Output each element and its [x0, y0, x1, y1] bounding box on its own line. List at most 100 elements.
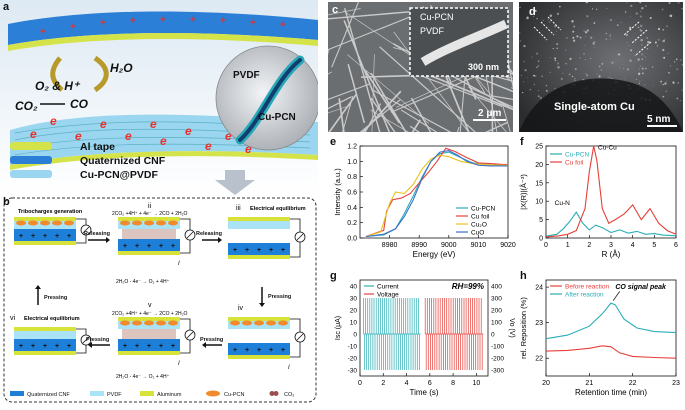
y-tick-label: 0.0 — [347, 236, 357, 243]
atom-dot — [545, 89, 548, 92]
device-al-top — [118, 317, 180, 321]
x-tick-label: 3 — [609, 242, 613, 249]
y-left-tick-label: 10 — [350, 320, 358, 327]
cupcn-particle — [144, 220, 154, 226]
x-tick-label: 0 — [358, 380, 362, 387]
atom-dot — [673, 61, 676, 63]
al-tape-top-band — [8, 33, 318, 51]
atom-dot — [521, 92, 524, 94]
series-line-2 — [365, 154, 508, 238]
atom-dot — [556, 62, 560, 65]
atom-dot — [536, 17, 538, 20]
atom-dot — [519, 40, 521, 42]
atom-dot — [533, 84, 535, 86]
atom-dot — [630, 49, 633, 52]
legend-cupcn-b: Cu-PCN — [224, 392, 245, 398]
atom-dot — [569, 57, 572, 60]
atom-dot — [519, 32, 521, 34]
atom-dot — [584, 36, 586, 38]
y-tick-label: 0.8 — [347, 174, 357, 181]
y-axis-label: rel. Reposition (%) — [519, 297, 528, 359]
plus-charges: + + + + + + + + + — [40, 14, 286, 38]
dark-region — [519, 78, 683, 132]
legend-pvdf-b: PVDF — [107, 392, 122, 398]
svg-text:+: + — [269, 347, 273, 354]
y-tick-label: 15 — [535, 180, 543, 187]
atom-dot — [620, 21, 622, 24]
svg-text:+: + — [55, 343, 59, 350]
co2-cloud — [122, 329, 176, 339]
atom-dot — [664, 38, 666, 40]
svg-text:e: e — [30, 127, 37, 141]
single-atom-arrows — [533, 16, 652, 56]
atom-dot — [654, 41, 657, 44]
cupcn-particle — [52, 220, 62, 226]
cupcn-particle — [144, 320, 154, 326]
legend-cnf-swatch-b — [10, 391, 24, 396]
charges: +++++ — [19, 343, 71, 350]
svg-text:+: + — [245, 247, 249, 254]
svg-text:+: + — [130, 15, 136, 27]
atom-dot — [624, 11, 627, 13]
atom-dot — [642, 72, 644, 75]
atom-dot — [646, 36, 649, 39]
svg-text:+: + — [159, 343, 163, 350]
svg-text:+: + — [123, 343, 127, 350]
atom-dot — [527, 16, 529, 18]
atom-dot — [572, 36, 575, 39]
legend-label: CuO — [471, 230, 484, 237]
svg-text:+: + — [43, 343, 47, 350]
atom-dot — [617, 54, 619, 56]
atom-dot — [637, 26, 640, 29]
device-al-bottom — [118, 251, 180, 255]
atom-dot — [592, 42, 596, 45]
ammeter-needle — [186, 231, 194, 239]
atom-dot — [579, 36, 582, 39]
atom-dot — [585, 0, 589, 4]
svg-text:+: + — [55, 233, 59, 240]
atom-dot — [664, 82, 667, 85]
label-b: b — [3, 196, 10, 208]
ammeter-needle — [82, 226, 90, 234]
series-line-1 — [545, 145, 677, 238]
atom-dot — [591, 8, 594, 10]
atom-dot — [640, 29, 643, 32]
atom-dot — [676, 68, 679, 71]
scale-label-c: 2 μm — [478, 108, 501, 119]
device-pvdf — [14, 331, 76, 339]
y-tick-label: 0.4 — [347, 205, 357, 212]
down-arrow — [215, 170, 255, 195]
atom-dot — [640, 38, 643, 42]
series-pulses-1 — [424, 298, 484, 370]
device-cnf — [14, 229, 76, 241]
legend-pvdf-swatch-b — [90, 391, 104, 396]
y-right-tick-label: 200 — [491, 308, 502, 315]
atom-dot — [639, 24, 643, 28]
atom-dot — [672, 81, 675, 84]
atom-dot — [626, 68, 630, 71]
atom-dot — [606, 8, 608, 10]
x-tick-label: 4 — [405, 380, 409, 387]
atom-dot — [677, 1, 680, 4]
ammeter-needle — [296, 233, 304, 241]
inset-scale: 300 nm — [468, 62, 499, 72]
x-tick-label: 9010 — [471, 242, 487, 249]
svg-text:+: + — [220, 15, 226, 27]
atom-dot — [557, 66, 560, 69]
atom-dot — [623, 68, 625, 70]
y-right-tick-label: 0 — [491, 332, 495, 339]
atom-dot — [629, 16, 631, 18]
step-i-title: Tribocharges generation — [18, 209, 83, 215]
atom-dot — [626, 42, 628, 44]
atom-dot — [596, 8, 598, 10]
atom-dot — [666, 81, 668, 83]
step-iii-label: iii — [236, 205, 241, 212]
svg-text:+: + — [123, 243, 127, 250]
nanofiber — [418, 74, 503, 108]
atom-dot — [639, 1, 642, 4]
legend-al-swatch — [10, 142, 52, 150]
nanofiber — [379, 46, 491, 146]
atom-dot — [534, 74, 537, 78]
x-tick-label: 0 — [544, 242, 548, 249]
